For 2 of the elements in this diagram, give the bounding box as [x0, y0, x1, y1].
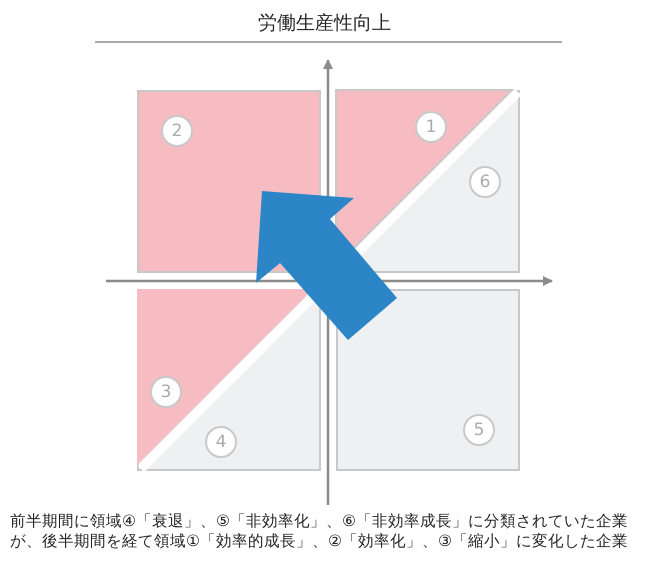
caption: 前半期間に領域④「衰退」、⑤「非効率化」、⑥「非効率成長」に分類されていた企業が、後半期間を経て領域①「効率的成長」、②「効率化」、③「縮小」に変化した企業 — [10, 511, 629, 551]
title: 労働生産性向上 — [257, 11, 392, 36]
